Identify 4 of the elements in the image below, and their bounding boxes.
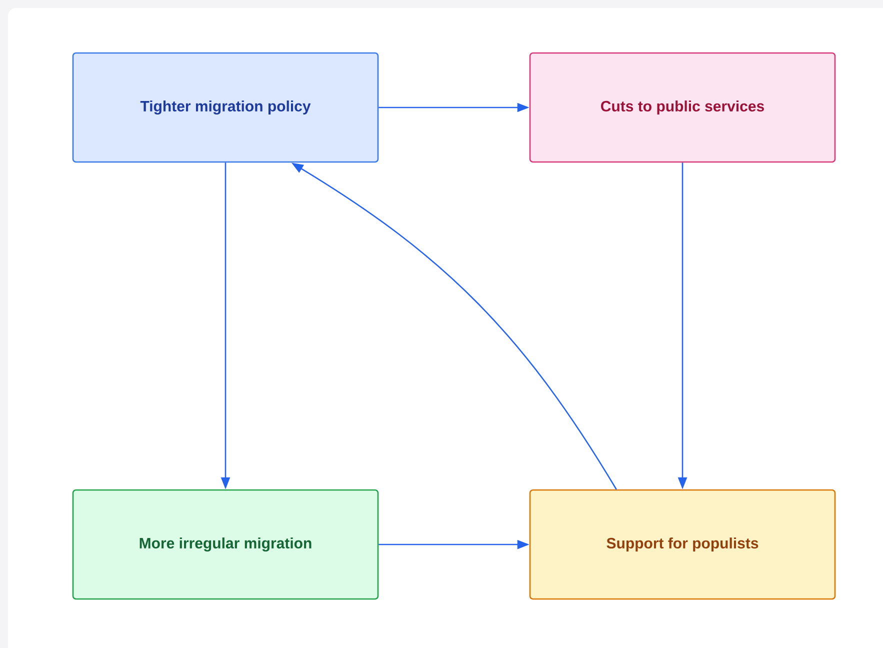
process-box: Cuts to public services <box>529 52 836 163</box>
process-box: Tighter migration policy <box>72 52 379 163</box>
process-box: More irregular migration <box>72 489 379 600</box>
process-box: Support for populists <box>529 489 836 600</box>
